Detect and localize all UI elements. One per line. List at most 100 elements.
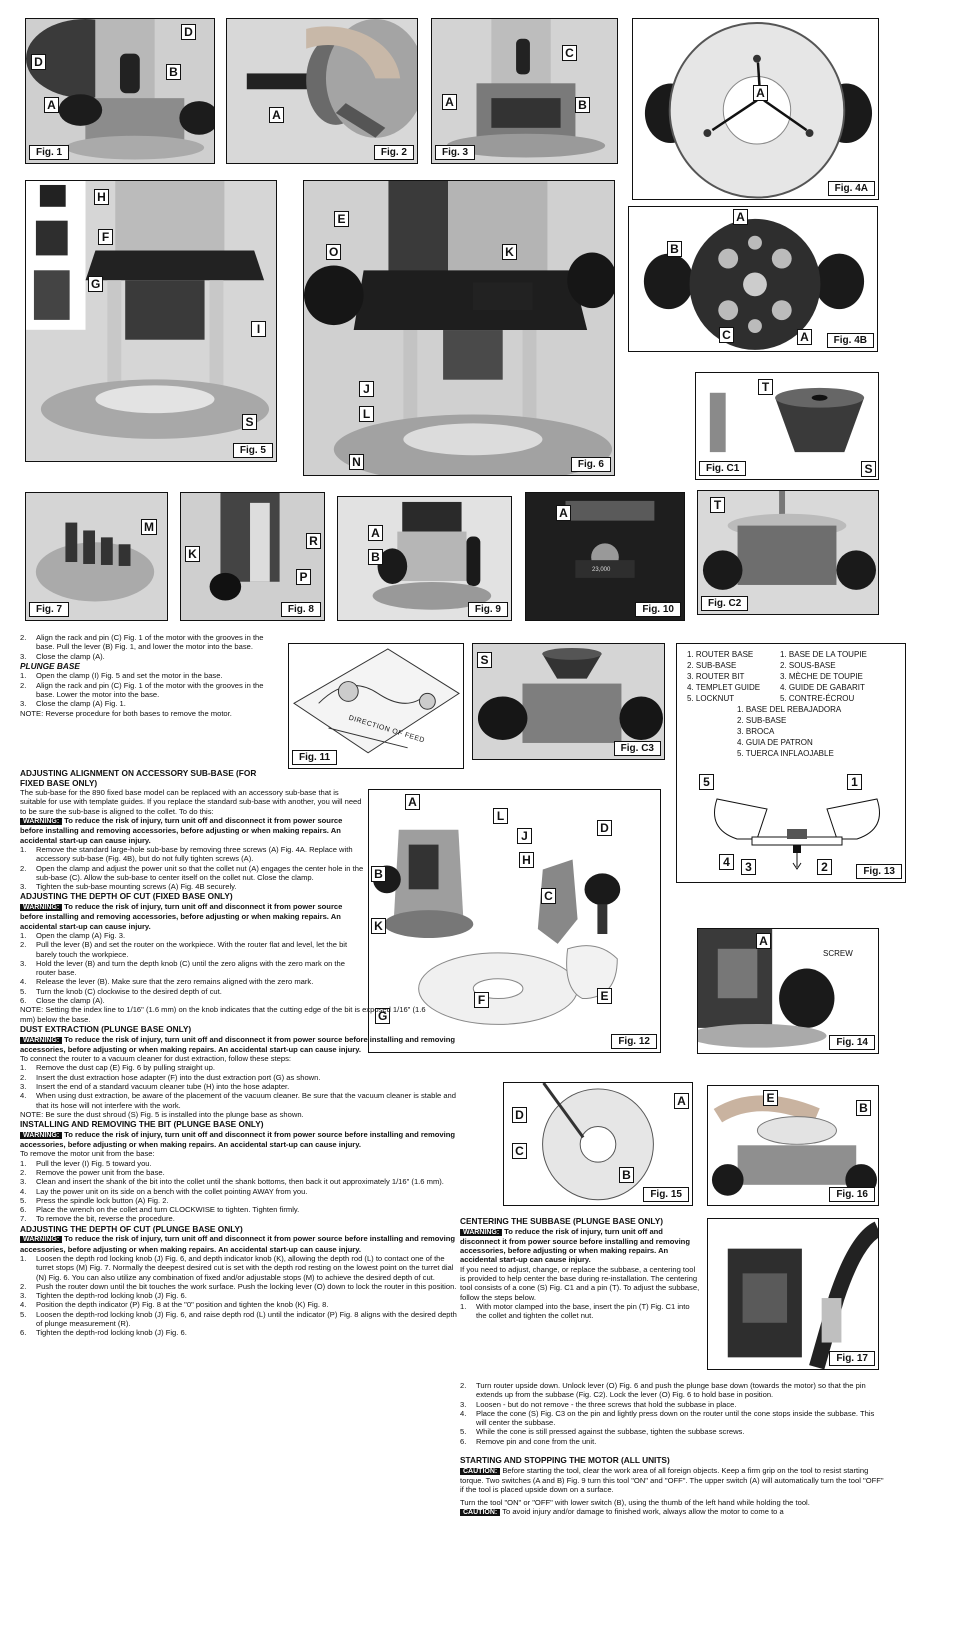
list-item: 6.Close the clamp (A). [20, 996, 105, 1006]
list-item: 2.Align the rack and pin (C) Fig. 1 of t… [20, 633, 264, 652]
label-b: B [575, 97, 590, 113]
label-a: A [269, 107, 284, 123]
label-1: 1 [847, 774, 862, 790]
figure-7: M Fig. 7 [25, 492, 168, 621]
heading-plunge-base: PLUNGE BASE [20, 660, 80, 671]
figure-1: D D B A Fig. 1 [25, 18, 215, 164]
label-n: N [349, 454, 364, 470]
figure-c1: T S Fig. C1 [695, 372, 879, 480]
label-f: F [474, 992, 489, 1008]
label-d: D [597, 820, 612, 836]
warning-icon: WARNING: [20, 818, 63, 826]
warning-icon: WARNING: [20, 1131, 63, 1139]
figure-caption: Fig. 1 [29, 145, 70, 160]
list-item: 5.Loosen the depth-rod locking knob (J) … [20, 1309, 457, 1328]
label-5: 5 [699, 774, 714, 790]
list-item: 1.With motor clamped into the base, inse… [460, 1301, 690, 1321]
figure-12: A L J D H B C K F E G Fig. 12 [368, 789, 661, 1053]
label-j: J [359, 381, 374, 397]
list-item: 5.Turn the knob (C) clockwise to the des… [20, 986, 222, 996]
list-item: 6.Remove pin and cone from the unit. [460, 1436, 597, 1446]
paragraph: To connect the router to a vacuum cleane… [20, 1054, 291, 1064]
label-k: K [185, 546, 200, 562]
heading-depth-fixed: ADJUSTING THE DEPTH OF CUT (FIXED BASE O… [20, 891, 233, 902]
list-item: 5.While the cone is still pressed agains… [460, 1427, 745, 1437]
list-item: 2.Pull the lever (B) and set the router … [20, 940, 348, 959]
warning-icon: WARNING: [20, 1036, 63, 1044]
label-g: G [88, 276, 104, 292]
turret-stops-illustration [26, 493, 167, 620]
figure-caption: Fig. 7 [29, 602, 70, 617]
left-text-main: ADJUSTING ALIGNMENT ON ACCESSORY SUB-BAS… [20, 768, 460, 1338]
label-h: H [94, 189, 109, 205]
list-item: 4.Position the depth indicator (P) Fig. … [20, 1300, 329, 1310]
label-b: B [667, 241, 682, 257]
list-item: 2.Insert the dust extraction hose adapte… [20, 1072, 321, 1082]
label-c: C [562, 45, 577, 61]
legend-spanish: 1. BASE DEL REBAJADORA 2. SUB-BASE 3. BR… [737, 705, 842, 758]
paragraph: Turn the tool "ON" or "OFF" with lower s… [460, 1497, 810, 1507]
left-text-top: 2.Align the rack and pin (C) Fig. 1 of t… [20, 633, 282, 718]
paragraph: The sub-base for the 890 fixed base mode… [20, 788, 362, 816]
figure-caption: Fig. 13 [856, 864, 902, 879]
figure-8: R K P Fig. 8 [180, 492, 325, 621]
figure-11: DIRECTION OF FEED Fig. 11 [288, 643, 464, 769]
figure-4a: A Fig. 4A [632, 18, 879, 200]
caution-icon: CAUTION: [460, 1508, 501, 1516]
warning-icon: WARNING: [460, 1228, 503, 1236]
label-l: L [359, 406, 374, 422]
list-item: 3.Loosen - but do not remove - the three… [460, 1399, 737, 1409]
label-b: B [619, 1167, 634, 1183]
plunge-router-illustration [304, 181, 614, 475]
label-c: C [541, 888, 556, 904]
list-item: 3.Close the clamp (A) Fig. 1. [20, 699, 126, 709]
label-d: D [31, 54, 46, 70]
list-item: 1.Remove the standard large-hole sub-bas… [20, 844, 353, 864]
centering-sub-base-illustration [504, 1083, 692, 1205]
label-b: B [371, 866, 386, 882]
label-e: E [334, 211, 349, 227]
figure-caption: Fig. 4A [827, 181, 875, 196]
heading-depth-plunge: ADJUSTING THE DEPTH OF CUT (PLUNGE BASE … [20, 1223, 243, 1234]
list-item: 6.Place the wrench on the collet and tur… [20, 1205, 300, 1215]
figure-9: A B Fig. 9 [337, 496, 512, 621]
label-b: B [856, 1100, 871, 1116]
label-4: 4 [719, 854, 734, 870]
label-k: K [371, 918, 386, 934]
figure-caption: Fig. 2 [373, 145, 414, 160]
label-e: E [597, 988, 612, 1004]
heading-installing-bit: INSTALLING AND REMOVING THE BIT (PLUNGE … [20, 1119, 264, 1130]
caution-icon: CAUTION: [460, 1467, 501, 1475]
heading-starting-stopping: STARTING AND STOPPING THE MOTOR (ALL UNI… [460, 1455, 670, 1466]
label-r: R [306, 533, 321, 549]
list-item: 2.Remove the power unit from the base. [20, 1167, 165, 1177]
warning-icon: WARNING: [20, 1236, 63, 1244]
label-t: T [710, 497, 725, 513]
caution: CAUTION: Before starting the tool, clear… [460, 1465, 884, 1495]
figure-caption: Fig. 16 [829, 1187, 875, 1202]
figure-6: E O K J L N Fig. 6 [303, 180, 615, 476]
figure-4b: A B C A Fig. 4B [628, 206, 878, 352]
figure-caption: Fig. 4B [826, 333, 874, 348]
label-e: E [763, 1090, 778, 1106]
accessory-sub-base-illustration [629, 207, 877, 351]
label-c: C [719, 327, 734, 343]
list-item: 1.Open the clamp (A) Fig. 3. [20, 930, 126, 940]
warning: WARNING:To reduce the risk of injury, tu… [20, 1234, 456, 1254]
label-b: B [166, 64, 181, 80]
label-b: B [368, 549, 383, 565]
list-item: 3.Tighten the depth-rod locking knob (J)… [20, 1291, 187, 1301]
list-item: 1.Loosen the depth rod locking knob (J) … [20, 1253, 454, 1282]
centering-tool-illustration [696, 373, 878, 479]
label-a: A [44, 97, 59, 113]
label-s: S [242, 414, 257, 430]
sub-base-screw-illustration [698, 929, 878, 1053]
warning: WARNING:To reduce the risk of injury, tu… [20, 816, 343, 845]
note-dust-shroud: NOTE: Be sure the dust shroud (S) Fig. 5… [20, 1109, 304, 1119]
figure-caption: Fig. 11 [292, 750, 338, 765]
label-3: 3 [741, 859, 756, 875]
figure-caption: Fig. 17 [829, 1351, 875, 1366]
figure-17: Fig. 17 [707, 1218, 879, 1370]
label-l: L [493, 808, 508, 824]
